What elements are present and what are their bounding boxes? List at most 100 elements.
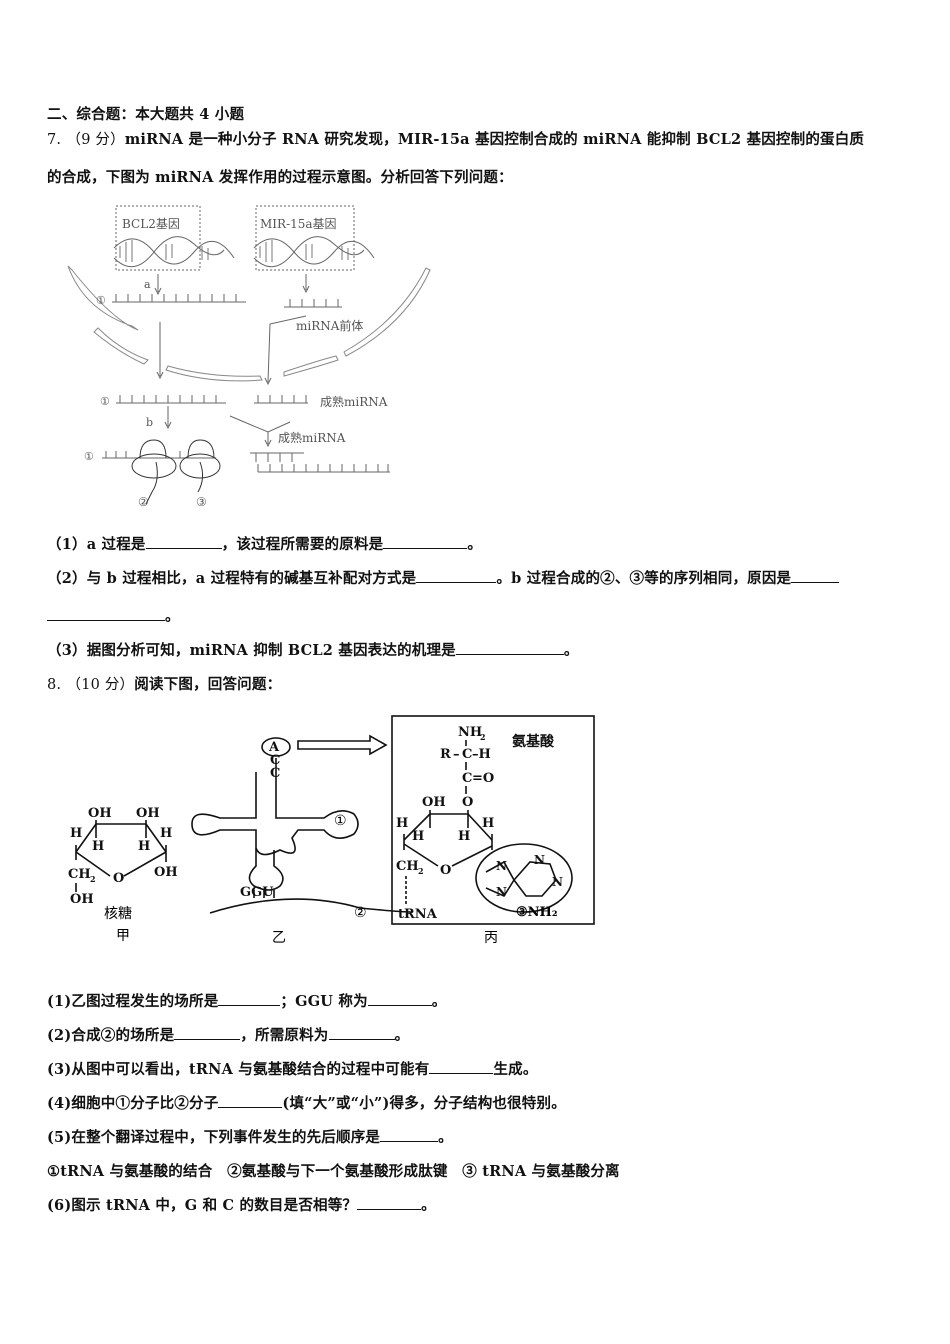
answer-blank[interactable] xyxy=(367,993,432,1006)
q8-sub4-end: (填“大”或“小”)得多，分子结构也很特别。 xyxy=(282,1095,566,1112)
svg-text:NH: NH xyxy=(458,725,482,740)
q8-options: ①tRNA 与氨基酸的结合 ②氨基酸与下一个氨基酸形成肽键 ③ tRNA 与氨基… xyxy=(47,1163,620,1180)
gene-bcl2-label: BCL2基因 xyxy=(122,217,180,231)
svg-text:H: H xyxy=(458,829,470,844)
svg-text:N: N xyxy=(552,875,563,889)
q7-stem-line1: 7. （9 分）miRNA 是一种小分子 RNA 研究发现，MIR-15a 基因… xyxy=(47,128,864,149)
svg-text:O: O xyxy=(440,863,451,878)
svg-text:OH: OH xyxy=(422,795,446,810)
q8-sub6-end: 。 xyxy=(421,1197,436,1214)
amino-acid-label: 氨基酸 xyxy=(512,733,555,750)
answer-blank[interactable] xyxy=(380,1129,439,1142)
mrna-label-3: ① xyxy=(84,450,94,463)
svg-text:–H: –H xyxy=(472,747,491,762)
q7-sub1-end: 。 xyxy=(467,536,483,553)
process-b-label: b xyxy=(146,416,153,429)
svg-text:N: N xyxy=(496,859,507,873)
svg-text:O: O xyxy=(462,795,473,810)
ribose-label: 核糖 xyxy=(104,906,132,922)
q8-sub3-end: 生成。 xyxy=(493,1061,538,1078)
q8-sub4: (4)细胞中①分子比②分子 (填“大”或“小”)得多，分子结构也很特别。 xyxy=(47,1092,566,1113)
mark-3-nh2: ③NH₂ xyxy=(516,905,558,920)
svg-text:H: H xyxy=(396,816,408,831)
anticodon-label: GGU xyxy=(240,885,274,900)
q8-sub1-end: 。 xyxy=(431,993,447,1010)
precursor-label: miRNA前体 xyxy=(296,318,363,333)
peptide-label-3: ③ xyxy=(196,495,207,509)
trna-label: tRNA xyxy=(398,907,438,922)
q7-sub2-mid: 。b 过程合成的②、③等的序列相同，原因是 xyxy=(496,570,792,587)
q7-score: （9 分） xyxy=(66,132,125,148)
q8-sub2: (2)合成②的场所是，所需原料为。 xyxy=(47,1024,409,1045)
svg-text:H: H xyxy=(138,839,150,854)
q8-sub2-prefix: (2)合成②的场所是 xyxy=(47,1027,175,1044)
section-title: 二、综合题：本大题共 4 小题 xyxy=(47,106,245,123)
q8-sub3-prefix: (3)从图中可以看出，tRNA 与氨基酸结合的过程中可能有 xyxy=(47,1061,430,1078)
q8-sub1-prefix: (1)乙图过程发生的场所是 xyxy=(47,993,219,1010)
fig-jia-caption: 甲 xyxy=(116,928,130,944)
answer-blank[interactable] xyxy=(47,608,165,621)
answer-blank[interactable] xyxy=(455,642,564,655)
q8-sub4-prefix: (4)细胞中①分子比②分子 xyxy=(47,1095,219,1112)
q7-stem-line2: 的合成，下图为 miRNA 发挥作用的过程示意图。分析回答下列问题： xyxy=(47,169,513,186)
answer-blank[interactable] xyxy=(218,993,281,1006)
svg-text:N: N xyxy=(496,885,507,899)
q7-sub2-end: 。 xyxy=(165,608,180,625)
q8-sub5: (5)在整个翻译过程中，下列事件发生的先后顺序是。 xyxy=(47,1126,453,1147)
acc-c2-label: C xyxy=(270,766,280,781)
gene-mir15a-label: MIR-15a基因 xyxy=(260,217,337,231)
process-a-label: a xyxy=(144,278,151,291)
q7-sub2-prefix: （2）与 b 过程相比，a 过程特有的碱基互补配对方式是 xyxy=(47,570,417,587)
q7-sub1-mid: ，该过程所需要的原料是 xyxy=(221,536,384,553)
q7-number: 7. xyxy=(47,132,62,148)
q7-sub3-end: 。 xyxy=(563,642,579,659)
answer-blank[interactable] xyxy=(416,570,497,583)
svg-text:=O: =O xyxy=(472,771,494,786)
answer-blank[interactable] xyxy=(429,1061,494,1074)
svg-text:2: 2 xyxy=(90,874,96,884)
svg-text:H: H xyxy=(482,816,494,831)
answer-blank[interactable] xyxy=(357,1197,422,1210)
answer-blank[interactable] xyxy=(328,1027,395,1040)
q8-sub1: (1)乙图过程发生的场所是 ；GGU 称为 。 xyxy=(47,990,446,1011)
q7-sub1: （1）a 过程是，该过程所需要的原料是。 xyxy=(47,533,482,554)
svg-text:H: H xyxy=(412,829,424,844)
answer-blank[interactable] xyxy=(218,1095,283,1108)
svg-text:OH: OH xyxy=(154,865,178,880)
q8-sub6-prefix: (6)图示 tRNA 中，G 和 C 的数目是否相等？ xyxy=(47,1197,358,1214)
answer-blank[interactable] xyxy=(145,536,222,549)
svg-text:CH: CH xyxy=(68,867,91,882)
peptide-label-2: ② xyxy=(138,495,149,509)
fig-bing-caption: 丙 xyxy=(484,930,498,946)
mrna-label-2: ① xyxy=(100,395,110,408)
q8-sub5-prefix: (5)在整个翻译过程中，下列事件发生的先后顺序是 xyxy=(47,1129,381,1146)
svg-text:OH: OH xyxy=(70,892,94,907)
q7-sub3-prefix: （3）据图分析可知，miRNA 抑制 BCL2 基因表达的机理是 xyxy=(47,642,456,659)
svg-text:C: C xyxy=(462,771,472,786)
svg-text:OH: OH xyxy=(136,806,160,821)
svg-text:N: N xyxy=(534,853,545,867)
q8-sub2-mid: ，所需原料为 xyxy=(240,1027,329,1044)
q7-stem-text: miRNA 是一种小分子 RNA 研究发现，MIR-15a 基因控制合成的 mi… xyxy=(124,131,865,148)
svg-text:H: H xyxy=(70,826,82,841)
q8-score: （10 分） xyxy=(66,677,135,693)
acc-a-label: A xyxy=(268,740,280,755)
mark-1: ① xyxy=(334,813,347,829)
svg-text:2: 2 xyxy=(418,866,424,876)
q7-sub3: （3）据图分析可知，miRNA 抑制 BCL2 基因表达的机理是 。 xyxy=(47,639,579,660)
answer-blank[interactable] xyxy=(791,570,840,583)
q7-sub2: （2）与 b 过程相比，a 过程特有的碱基互补配对方式是 。b 过程合成的②、③等… xyxy=(47,567,840,588)
q8-stem: 8. （10 分）阅读下图，回答问题： xyxy=(47,673,281,694)
q7-mirna-diagram: BCL2基因 MIR-15a基因 a ① miRNA前体 ① 成熟miRNA b… xyxy=(40,200,440,510)
svg-text:H: H xyxy=(160,826,172,841)
q8-stem-text: 阅读下图，回答问题： xyxy=(134,676,282,693)
svg-text:C: C xyxy=(462,747,472,762)
answer-blank[interactable] xyxy=(174,1027,241,1040)
q8-sub1-mid: ；GGU 称为 xyxy=(280,993,368,1010)
answer-blank[interactable] xyxy=(383,536,468,549)
svg-text:O: O xyxy=(113,871,124,886)
svg-text:2: 2 xyxy=(480,732,486,742)
q8-sub3: (3)从图中可以看出，tRNA 与氨基酸结合的过程中可能有 生成。 xyxy=(47,1058,538,1079)
q8-sub6: (6)图示 tRNA 中，G 和 C 的数目是否相等？ 。 xyxy=(47,1194,436,1215)
